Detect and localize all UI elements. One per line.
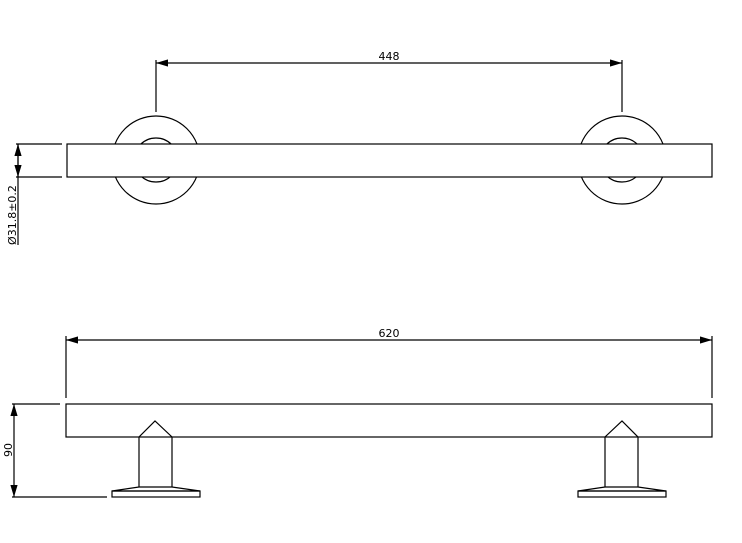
dimension-448-label: 448 [379, 50, 400, 63]
right-flange-inner-circle [599, 137, 645, 183]
side-view: 620 90 [2, 327, 713, 498]
left-flange-inner-circle [133, 137, 179, 183]
diameter-label: Ø31.8±0.2 [6, 185, 19, 245]
top-view: 448 Ø31.8±0.2 [6, 50, 713, 245]
grab-bar-side-view [65, 403, 713, 438]
right-flange-outer-circle [577, 115, 667, 205]
grab-bar-top-view [66, 143, 713, 178]
left-flange-outer-circle [111, 115, 201, 205]
left-post [111, 420, 201, 498]
dimension-620-label: 620 [379, 327, 400, 340]
right-post [577, 420, 667, 498]
dimension-90-label: 90 [2, 443, 15, 457]
